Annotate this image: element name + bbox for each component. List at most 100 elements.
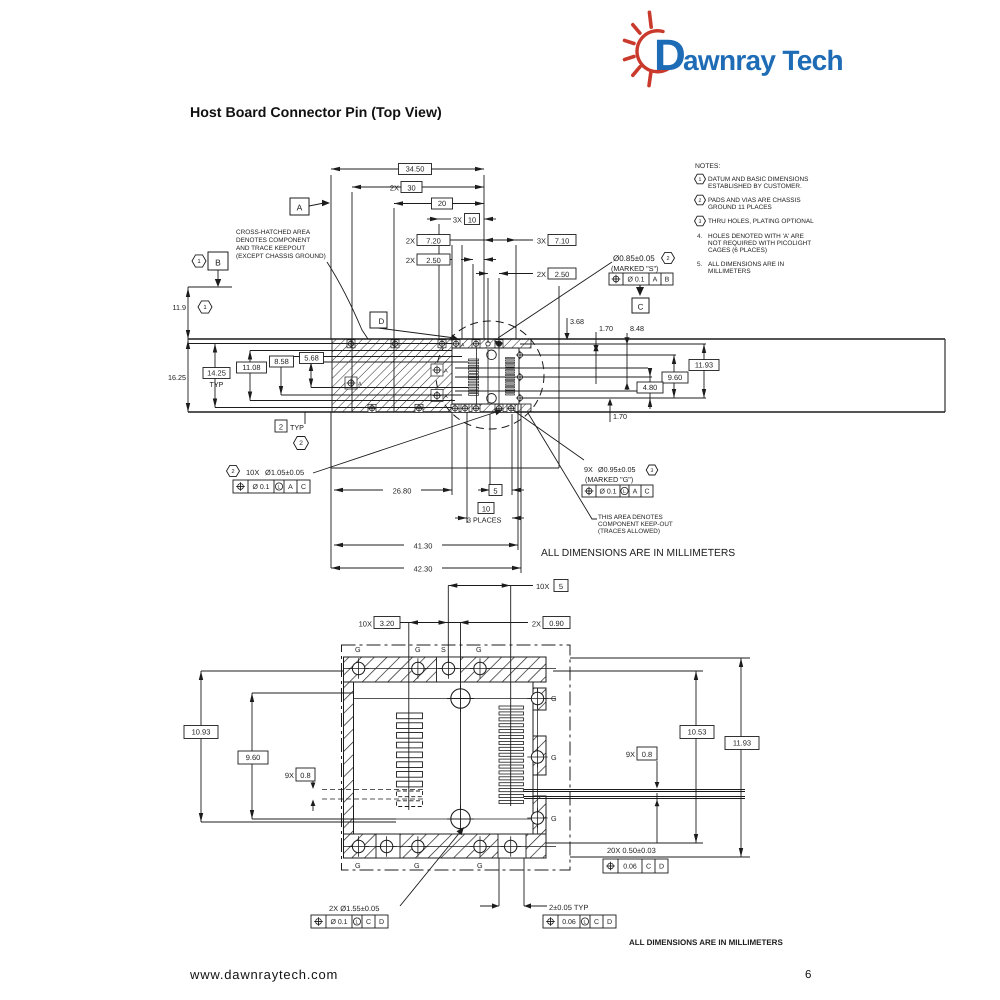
- svg-text:11.93: 11.93: [695, 361, 713, 370]
- svg-text:11.9: 11.9: [173, 303, 186, 312]
- svg-text:CROSS-HATCHED AREA: CROSS-HATCHED AREA: [236, 229, 311, 236]
- svg-text:5.68: 5.68: [304, 354, 319, 363]
- svg-text:Ø0.95±0.05: Ø0.95±0.05: [598, 465, 636, 474]
- svg-text:DENOTES COMPONENT: DENOTES COMPONENT: [236, 237, 310, 244]
- svg-text:D: D: [379, 919, 384, 926]
- svg-text:Ø 0.1: Ø 0.1: [599, 487, 616, 495]
- svg-text:A: A: [633, 488, 638, 495]
- svg-text:C: C: [638, 303, 644, 312]
- svg-text:26.80: 26.80: [393, 487, 412, 496]
- svg-text:ESTABLISHED BY CUSTOMER.: ESTABLISHED BY CUSTOMER.: [708, 183, 802, 190]
- svg-text:A: A: [297, 203, 303, 213]
- svg-text:16.25: 16.25: [168, 373, 186, 382]
- svg-text:GROUND 11 PLACES: GROUND 11 PLACES: [708, 204, 772, 211]
- svg-text:ALL DIMENSIONS ARE IN: ALL DIMENSIONS ARE IN: [708, 261, 785, 268]
- svg-text:Host Board Connector Pin (Top: Host Board Connector Pin (Top View): [190, 105, 442, 121]
- svg-text:30: 30: [407, 184, 415, 193]
- svg-text:G: G: [355, 645, 361, 654]
- svg-text:MILLIMETERS: MILLIMETERS: [708, 268, 751, 275]
- svg-text:0.90: 0.90: [549, 619, 564, 628]
- svg-text:AND TRACE KEEPOUT: AND TRACE KEEPOUT: [236, 245, 305, 252]
- svg-text:10X: 10X: [246, 468, 259, 477]
- svg-text:2: 2: [231, 469, 234, 475]
- svg-text:A: A: [444, 394, 448, 400]
- svg-text:11.93: 11.93: [733, 739, 751, 748]
- svg-text:0.8: 0.8: [300, 771, 310, 780]
- svg-text:awnray Tech: awnray Tech: [683, 45, 843, 76]
- svg-text:10: 10: [468, 216, 476, 225]
- svg-text:3.20: 3.20: [380, 619, 395, 628]
- svg-text:3.68: 3.68: [570, 317, 584, 326]
- svg-text:10.93: 10.93: [192, 728, 211, 737]
- svg-text:HOLES DENOTED WITH 'A' ARE: HOLES DENOTED WITH 'A' ARE: [708, 233, 804, 240]
- svg-text:D: D: [654, 31, 686, 80]
- svg-text:PADS AND VIAS ARE CHASSIS: PADS AND VIAS ARE CHASSIS: [708, 197, 801, 204]
- svg-text:Ø0.85±0.05: Ø0.85±0.05: [613, 254, 655, 263]
- svg-text:C: C: [646, 863, 651, 870]
- svg-text:9X: 9X: [626, 750, 635, 759]
- svg-text:CAGES (6 PLACES): CAGES (6 PLACES): [708, 247, 767, 254]
- svg-text:A: A: [358, 382, 362, 388]
- svg-text:34.50: 34.50: [406, 165, 425, 174]
- svg-text:C: C: [594, 919, 599, 926]
- svg-text:41.30: 41.30: [414, 542, 433, 551]
- svg-text:A: A: [288, 484, 293, 491]
- svg-text:C: C: [366, 919, 371, 926]
- svg-text:10X: 10X: [359, 620, 372, 629]
- svg-text:5: 5: [559, 582, 563, 591]
- svg-text:5.: 5.: [697, 261, 703, 268]
- svg-text:2X: 2X: [537, 270, 546, 279]
- svg-text:A: A: [444, 369, 448, 375]
- svg-text:42.30: 42.30: [414, 565, 433, 574]
- svg-text:11.08: 11.08: [242, 363, 260, 372]
- svg-text:A: A: [653, 276, 658, 283]
- svg-text:9.60: 9.60: [668, 373, 683, 382]
- svg-text:Ø 0.1: Ø 0.1: [252, 483, 269, 491]
- svg-text:0.8: 0.8: [642, 750, 652, 759]
- svg-text:THIS AREA DENOTES: THIS AREA DENOTES: [598, 514, 663, 521]
- svg-text:2X: 2X: [406, 237, 415, 246]
- svg-text:2.50: 2.50: [426, 256, 441, 265]
- svg-text:G: G: [415, 645, 421, 654]
- svg-text:10.53: 10.53: [688, 728, 707, 737]
- svg-text:S: S: [441, 645, 446, 654]
- svg-text:20X 0.50±0.03: 20X 0.50±0.03: [607, 846, 656, 855]
- svg-text:3X: 3X: [537, 237, 546, 246]
- svg-text:G: G: [355, 861, 361, 870]
- svg-text:C: C: [301, 484, 306, 491]
- svg-text:G: G: [551, 694, 557, 703]
- svg-text:ALL DIMENSIONS ARE IN MILLIMET: ALL DIMENSIONS ARE IN MILLIMETERS: [629, 938, 783, 947]
- svg-text:9.60: 9.60: [246, 753, 261, 762]
- svg-text:1.70: 1.70: [613, 412, 627, 421]
- svg-text:2: 2: [666, 256, 669, 262]
- svg-text:3X: 3X: [453, 216, 462, 225]
- svg-text:2±0.05 TYP: 2±0.05 TYP: [549, 903, 588, 912]
- svg-text:D: D: [607, 919, 612, 926]
- svg-text:8.58: 8.58: [274, 357, 289, 366]
- svg-text:(MARKED "S"): (MARKED "S"): [611, 264, 658, 273]
- svg-text:20: 20: [438, 199, 446, 208]
- svg-text:3 PLACES: 3 PLACES: [467, 516, 502, 525]
- svg-text:4.: 4.: [697, 233, 703, 240]
- svg-text:1: 1: [699, 177, 702, 183]
- svg-text:Ø 0.1: Ø 0.1: [330, 918, 347, 926]
- svg-text:7.10: 7.10: [555, 237, 570, 246]
- svg-text:L: L: [584, 919, 587, 925]
- svg-text:G: G: [551, 814, 557, 823]
- svg-text:2.50: 2.50: [555, 270, 570, 279]
- svg-text:D: D: [659, 863, 664, 870]
- svg-text:4.80: 4.80: [643, 383, 658, 392]
- svg-text:THRU HOLES, PLATING OPTIONAL: THRU HOLES, PLATING OPTIONAL: [708, 218, 814, 225]
- svg-text:10: 10: [482, 505, 490, 514]
- svg-text:0.06: 0.06: [562, 919, 576, 926]
- svg-text:G: G: [476, 645, 482, 654]
- svg-text:2: 2: [279, 423, 283, 432]
- svg-text:6: 6: [805, 969, 811, 981]
- svg-text:3: 3: [699, 219, 702, 225]
- svg-text:C: C: [644, 488, 649, 495]
- svg-text:1: 1: [197, 258, 201, 265]
- svg-text:L: L: [623, 489, 626, 495]
- svg-text:(TRACES ALLOWED): (TRACES ALLOWED): [598, 528, 660, 535]
- svg-text:7.20: 7.20: [426, 237, 441, 246]
- svg-text:B: B: [665, 276, 670, 283]
